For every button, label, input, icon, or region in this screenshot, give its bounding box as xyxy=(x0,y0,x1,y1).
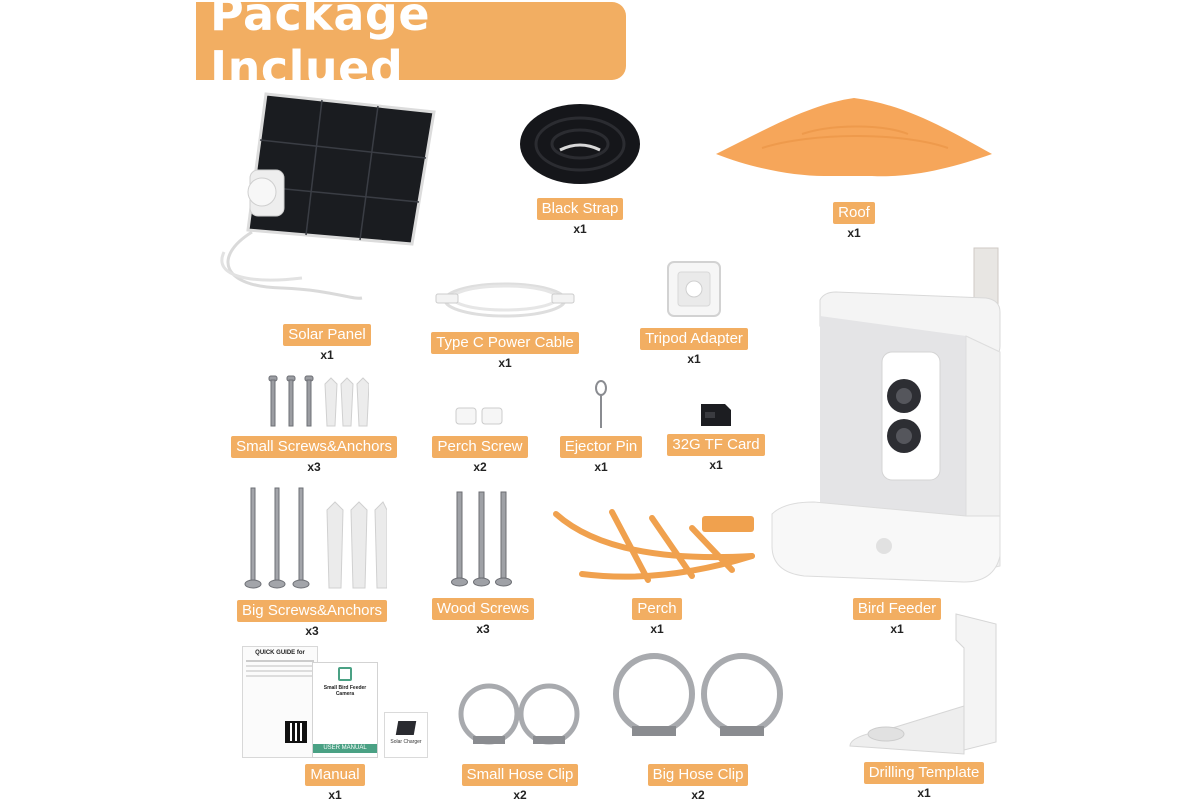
perch-screw-image xyxy=(455,407,503,425)
item-label: Perch xyxy=(632,598,682,620)
item-bird-feeder: Bird Feeder x1 xyxy=(764,246,1030,636)
user-manual-badge: USER MANUAL xyxy=(313,744,377,753)
item-quantity: x3 xyxy=(476,622,490,636)
item-label: Small Hose Clip xyxy=(461,764,579,786)
quick-guide-sheet: QUICK GUIDE for xyxy=(242,646,318,758)
item-quantity: x1 xyxy=(498,356,512,370)
black-strap-image xyxy=(520,104,640,184)
item-quantity: x1 xyxy=(890,622,904,636)
item-ejector-pin: Ejector Pin x1 xyxy=(558,380,644,474)
item-small-hose-clip: Small Hose Clip x2 xyxy=(450,680,590,800)
item-quantity: x1 xyxy=(709,458,723,472)
page-title: Package Inclued xyxy=(210,0,431,95)
ejector-pin-image xyxy=(595,380,607,428)
item-quantity: x1 xyxy=(573,222,587,236)
item-small-screws-anchors: Small Screws&Anchors x3 xyxy=(231,374,397,474)
tripod-adapter-image xyxy=(667,261,721,317)
logo-icon xyxy=(338,667,352,681)
item-tf-card: 32G TF Card x1 xyxy=(667,402,765,472)
item-quantity: x1 xyxy=(320,348,334,362)
item-drilling-template: Drilling Template x1 xyxy=(846,610,1002,800)
perch-image xyxy=(553,509,755,583)
drilling-template-image xyxy=(849,613,997,755)
big-screws-image xyxy=(244,487,387,589)
item-quantity: x2 xyxy=(513,788,527,800)
item-quantity: x1 xyxy=(594,460,608,474)
tf-card-image xyxy=(701,404,731,426)
item-type-c-cable: Type C Power Cable x1 xyxy=(430,272,580,370)
roof-image xyxy=(716,98,992,177)
solar-charger-caption: Solar Charger xyxy=(390,739,422,745)
item-quantity: x1 xyxy=(847,226,861,240)
item-solar-panel: Solar Panel x1 xyxy=(212,92,442,362)
item-label: Type C Power Cable xyxy=(431,332,579,354)
bird-feeder-image xyxy=(771,247,1001,583)
item-quantity: x1 xyxy=(687,352,701,366)
big-hose-clip-image xyxy=(613,653,783,736)
item-label: Tripod Adapter xyxy=(640,328,748,350)
item-manual: QUICK GUIDE for Small Bird Feeder Camera… xyxy=(240,646,430,800)
item-quantity: x3 xyxy=(307,460,321,474)
item-quantity: x1 xyxy=(650,622,664,636)
item-label: Manual xyxy=(305,764,365,786)
solar-charger-card: Solar Charger xyxy=(384,712,428,758)
item-quantity: x2 xyxy=(691,788,705,800)
qr-code-icon xyxy=(285,721,307,743)
item-label: Black Strap xyxy=(536,198,624,220)
manual-image: QUICK GUIDE for Small Bird Feeder Camera… xyxy=(240,646,430,760)
item-label: Small Screws&Anchors xyxy=(231,436,397,458)
item-perch: Perch x1 xyxy=(552,504,762,636)
item-quantity: x2 xyxy=(473,460,487,474)
item-big-hose-clip: Big Hose Clip x2 xyxy=(606,650,790,800)
user-manual-booklet: Small Bird Feeder Camera USER MANUAL xyxy=(312,662,378,758)
item-label: Big Screws&Anchors xyxy=(236,600,388,622)
usb-cable-image xyxy=(435,282,575,318)
title-banner: Package Inclued xyxy=(196,0,626,95)
item-wood-screws: Wood Screws x3 xyxy=(430,488,536,636)
item-label: Ejector Pin xyxy=(559,436,643,458)
item-quantity: x1 xyxy=(328,788,342,800)
item-big-screws-anchors: Big Screws&Anchors x3 xyxy=(230,486,394,638)
item-quantity: x3 xyxy=(305,624,319,638)
small-hose-clip-image xyxy=(458,683,580,745)
small-screws-image xyxy=(268,375,369,427)
item-label: Wood Screws xyxy=(431,598,535,620)
solar-panel-image xyxy=(220,92,436,300)
item-roof: Roof x1 xyxy=(712,96,996,240)
quick-guide-title: QUICK GUIDE for xyxy=(255,650,305,656)
item-perch-screw: Perch Screw x2 xyxy=(430,402,530,474)
item-label: 32G TF Card xyxy=(667,434,765,456)
item-label: Drilling Template xyxy=(863,762,985,784)
booklet-title: Small Bird Feeder Camera xyxy=(323,685,367,697)
item-quantity: x1 xyxy=(917,786,931,800)
wood-screws-image xyxy=(451,491,512,587)
item-label: Roof xyxy=(833,202,875,224)
item-tripod-adapter: Tripod Adapter x1 xyxy=(634,256,754,366)
item-black-strap: Black Strap x1 xyxy=(515,100,645,236)
item-label: Bird Feeder xyxy=(852,598,942,620)
item-label: Solar Panel xyxy=(283,324,371,346)
item-label: Big Hose Clip xyxy=(647,764,749,786)
item-label: Perch Screw xyxy=(432,436,528,458)
